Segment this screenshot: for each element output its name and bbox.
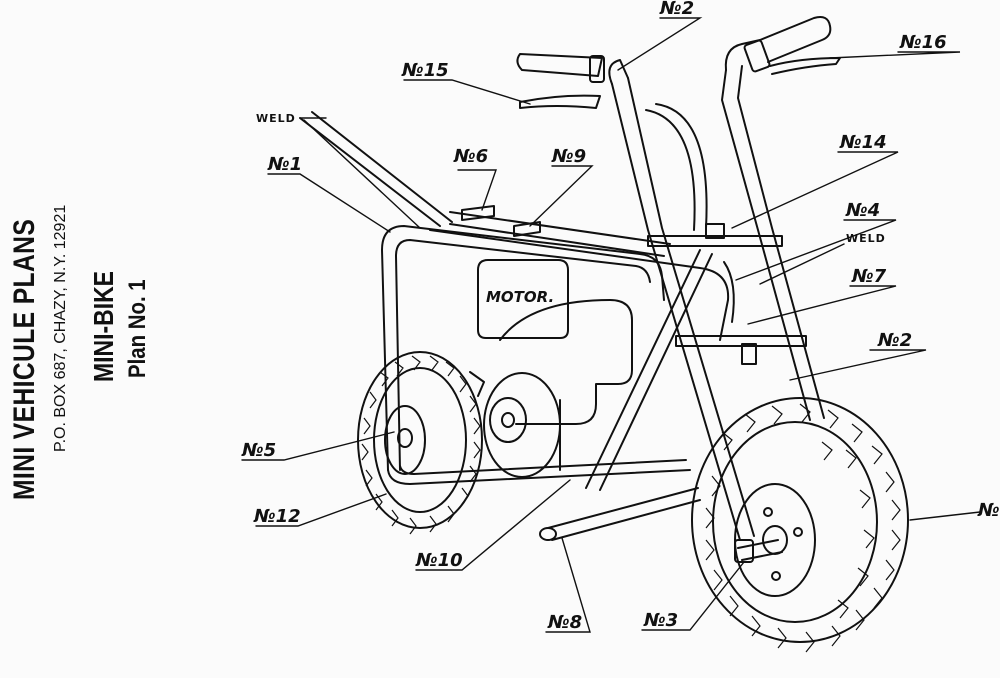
callout-n14: №14 xyxy=(839,132,887,153)
frame xyxy=(299,103,807,541)
callout-n8: №8 xyxy=(547,612,582,633)
callout-weld-right: WELD xyxy=(846,232,886,245)
motor-label: MOTOR. xyxy=(486,288,554,306)
callout-n11-partial: № xyxy=(977,500,1000,521)
callout-n12: №12 xyxy=(253,506,301,527)
callout-n6: №6 xyxy=(453,146,488,167)
bracket-9 xyxy=(513,221,541,237)
callout-n2-right: №2 xyxy=(877,330,912,351)
callout-n3: №3 xyxy=(643,610,678,631)
callout-n16: №16 xyxy=(899,32,947,53)
rear-wheel xyxy=(357,351,483,535)
fork-and-handlebars xyxy=(516,16,841,541)
leader-lines xyxy=(241,17,981,633)
callout-n5: №5 xyxy=(241,440,276,461)
callout-n1: №1 xyxy=(267,154,302,175)
front-wheel xyxy=(691,397,909,653)
callout-n9: №9 xyxy=(551,146,586,167)
callout-weld-top: WELD xyxy=(256,112,296,125)
callout-n4: №4 xyxy=(845,200,880,221)
engine xyxy=(469,259,633,478)
callout-n7: №7 xyxy=(851,266,887,287)
callout-n2-top: №2 xyxy=(659,0,694,19)
callout-n15: №15 xyxy=(401,60,449,81)
callout-n10: №10 xyxy=(415,550,463,571)
